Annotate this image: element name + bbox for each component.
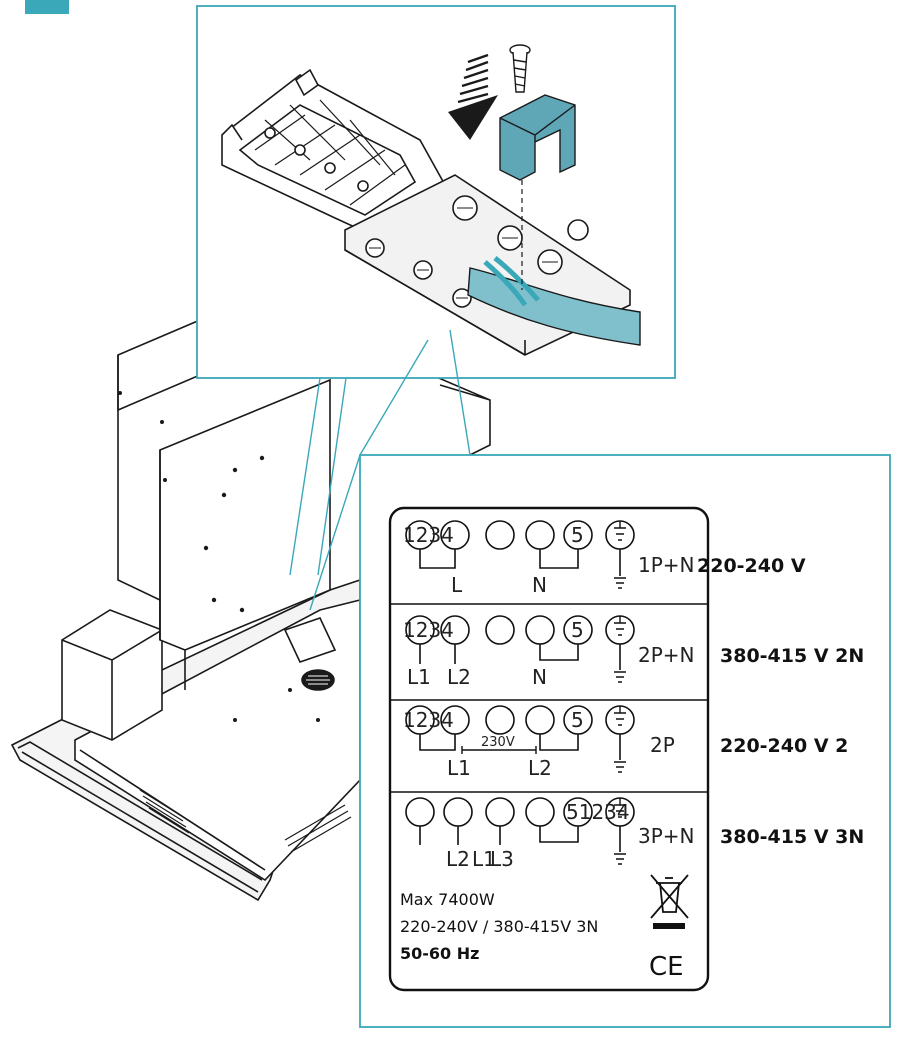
- weee-bin-icon: [650, 874, 689, 929]
- line-label-l3: L3: [490, 847, 514, 871]
- bridge-voltage-label: 230V: [481, 735, 515, 750]
- wiring-row-2p-n: 1234 5 L1 L2 N 2P+N 380-415 V 2N: [403, 615, 864, 689]
- ground-icon: [614, 521, 626, 589]
- spec-voltage: 220-240V / 380-415V 3N: [400, 917, 598, 936]
- terminal-label-51234: 51234: [566, 800, 630, 824]
- voltage-label: 220-240 V: [697, 555, 806, 577]
- config-label: 2P: [650, 733, 675, 757]
- config-label: 3P+N: [638, 824, 695, 848]
- line-label-l: L: [451, 573, 463, 597]
- wiring-row-3p-n: 51234 L2 L1 L3 3P+N 380-415 V 3N: [405, 797, 864, 871]
- ground-icon: [614, 706, 626, 773]
- line-label-l2: L2: [446, 847, 470, 871]
- line-label-n: N: [532, 665, 547, 689]
- line-label-l2: L2: [447, 665, 471, 689]
- voltage-label: 380-415 V 3N: [720, 826, 864, 848]
- terminal-block-inset: [196, 5, 676, 576]
- terminal-label-5: 5: [571, 708, 584, 732]
- config-label: 1P+N: [638, 553, 695, 577]
- step-marker: [25, 0, 69, 14]
- line-label-l1: L1: [407, 665, 431, 689]
- terminal-label-1234: 1234: [403, 708, 454, 732]
- line-label-l1: L1: [472, 847, 496, 871]
- spec-frequency: 50-60 Hz: [400, 944, 479, 963]
- cable-clamp-icon: [499, 94, 576, 181]
- wiring-row-1p-n: 1234 5 L N 1P+N 220-240 V: [403, 520, 806, 597]
- line-label-n: N: [532, 573, 547, 597]
- terminal-label-1234: 1234: [403, 618, 454, 642]
- terminal-label-5: 5: [571, 618, 584, 642]
- ground-icon: [614, 616, 626, 683]
- terminal-label-5: 5: [571, 523, 584, 547]
- config-label: 2P+N: [638, 643, 695, 667]
- line-label-l2: L2: [528, 756, 552, 780]
- rating-specs: Max 7400W 220-240V / 380-415V 3N 50-60 H…: [400, 890, 598, 963]
- screw-icon: [509, 44, 531, 93]
- ground-icon: [614, 798, 626, 865]
- terminal-label-1234: 1234: [403, 523, 454, 547]
- voltage-label: 220-240 V 2: [720, 735, 848, 757]
- spec-max-power: Max 7400W: [400, 890, 495, 909]
- ce-mark-icon: CE: [649, 952, 684, 982]
- wiring-row-2p: 1234 5 230V L1 L2 2P 220-240 V 2: [403, 705, 848, 780]
- line-label-l1: L1: [447, 756, 471, 780]
- arrow-down-icon: [448, 53, 498, 140]
- appliance-drawing: [10, 318, 491, 902]
- voltage-label: 380-415 V 2N: [720, 645, 864, 667]
